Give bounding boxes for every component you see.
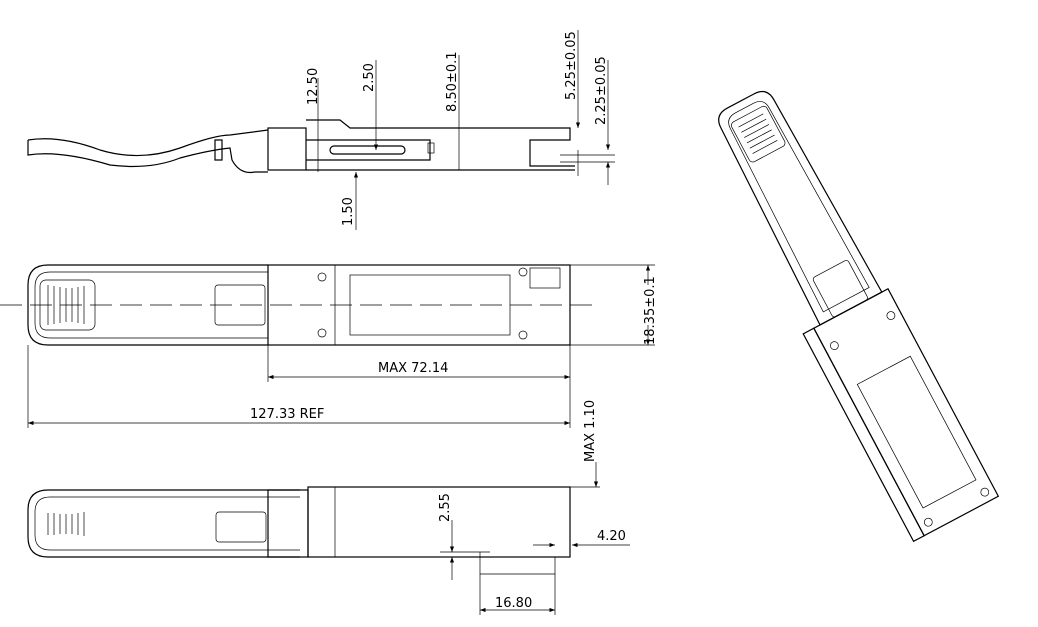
pull-tab-iso <box>718 90 883 326</box>
dim-8-50: 8.50±0.1 <box>445 51 460 112</box>
pull-tab-top <box>27 264 268 346</box>
isometric-view <box>718 90 1000 543</box>
dim-max-72-14: MAX 72.14 <box>378 361 448 376</box>
pull-tab-lever <box>27 129 269 174</box>
module-body-iso <box>813 287 1000 537</box>
side-body <box>306 119 575 171</box>
dim-1-50: 1.50 <box>341 197 356 226</box>
bottom-view: MAX 1.10 2.55 4.20 16.80 <box>27 400 630 615</box>
dim-2-50: 2.50 <box>362 63 377 92</box>
module-body-bottom <box>307 486 571 558</box>
side-latch <box>267 127 307 171</box>
dim-16-80: 16.80 <box>495 596 532 611</box>
dim-127-33-ref: 127.33 REF <box>250 407 324 422</box>
dim-2-55: 2.55 <box>438 493 453 522</box>
top-view: 18.35±0.1 MAX 72.14 127.33 REF <box>0 264 658 428</box>
dim-4-20: 4.20 <box>597 529 626 544</box>
dim-18-35: 18.35±0.1 <box>643 276 658 345</box>
dim-5-25: 5.25±0.05 <box>564 31 579 100</box>
dim-2-25: 2.25±0.05 <box>594 56 609 125</box>
dim-12-50: 12.50 <box>306 68 321 105</box>
dim-max-1-10: MAX 1.10 <box>583 400 598 462</box>
side-view: 12.50 2.50 8.50±0.1 5.25±0.05 2.25±0.05 … <box>27 30 615 230</box>
